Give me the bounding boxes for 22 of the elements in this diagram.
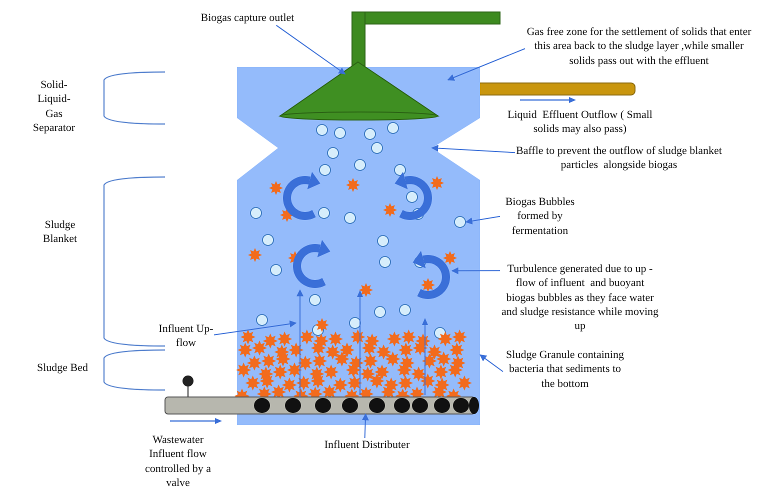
zone-label: Sludge Blanket	[42, 218, 78, 247]
callout-text: Biogas Bubbles formed by fermentation	[504, 195, 576, 238]
leader-line	[431, 144, 516, 154]
leader-line	[214, 320, 297, 336]
flow-label: Liquid Effluent Outflow ( Small solids may also pass)	[506, 108, 654, 137]
callout-text: Sludge Granule containing bacteria that sediments to the bottom	[505, 348, 625, 391]
callout-text: Gas free zone for the settlement of solids that enter this area back to the sludge layer ,while smaller solids pass out with the effluent	[526, 25, 752, 68]
callout-text: Influent Distributer	[323, 438, 411, 452]
callout-text: Influent Up-flow	[158, 322, 214, 351]
leader-line	[451, 267, 500, 274]
flow-label: Wastewater Influent flow controlled by a valve	[144, 433, 212, 490]
callout-text: Biogas capture outlet	[200, 11, 296, 26]
leader-line	[276, 24, 346, 74]
leader-line	[465, 216, 500, 224]
leader-line	[479, 354, 504, 372]
leader-line	[362, 413, 369, 438]
leader-line	[447, 48, 526, 81]
callout-text: Baffle to prevent the outflow of sludge blanket particles alongside biogas	[515, 144, 723, 173]
zone-label: Solid- Liquid- Gas Separator	[32, 78, 76, 136]
up-flow-arrow	[296, 289, 304, 398]
zone-label: Sludge Bed	[36, 361, 90, 376]
callout-text: Turbulence generated due to up -flow of influent and buoyant biogas bubbles as they face water and sludge resistance while moving up	[500, 262, 660, 334]
